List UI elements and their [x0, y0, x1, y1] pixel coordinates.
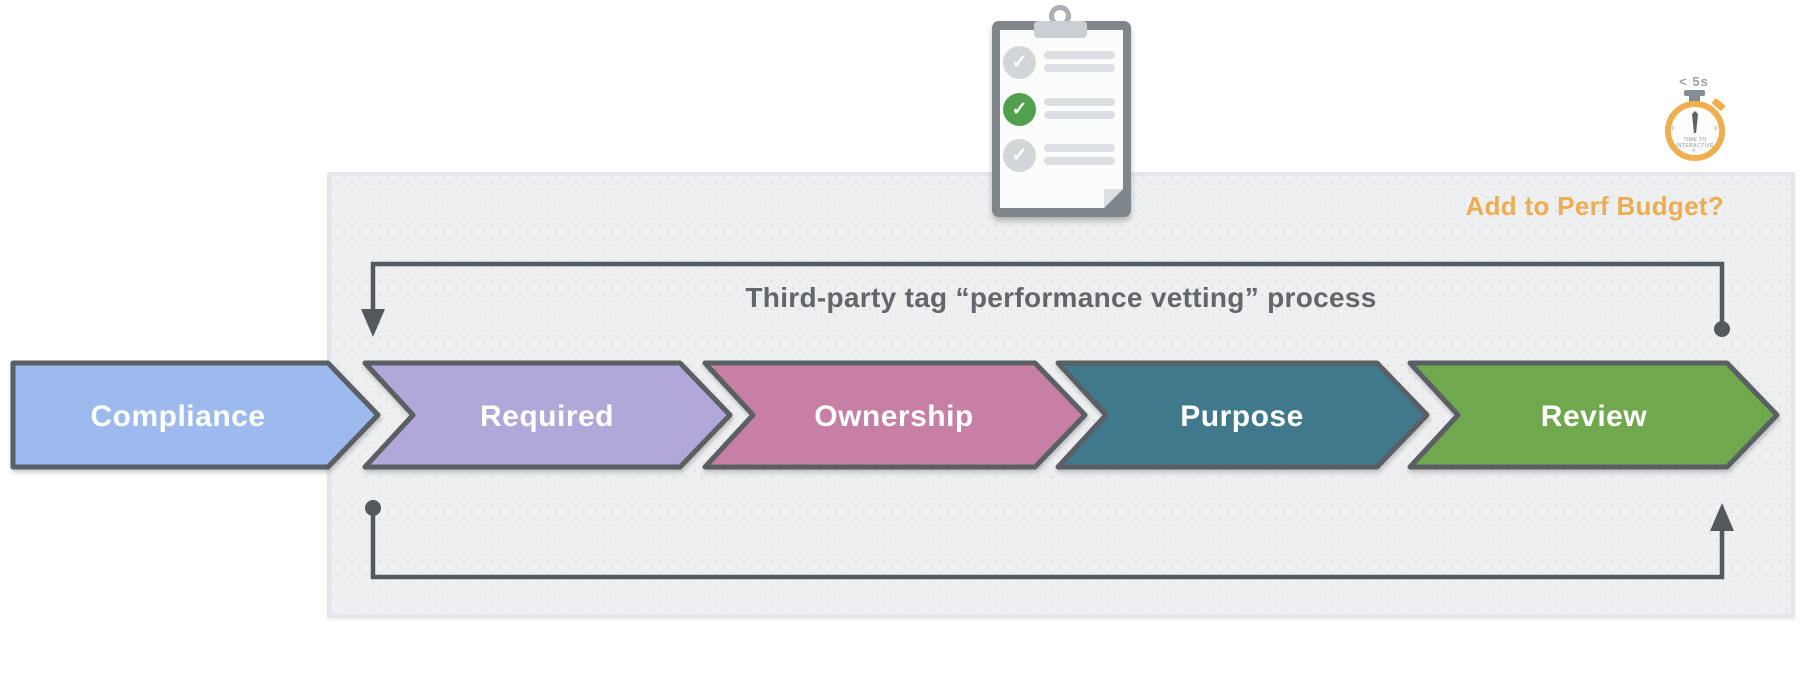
bottom-connector-line [370, 515, 1725, 580]
checkmark-icon: ✓ [1003, 46, 1036, 79]
stopwatch-face-line1: TIME TO [1683, 137, 1707, 143]
stage-review-label: Review [1541, 400, 1648, 433]
checklist-text-line [1044, 98, 1115, 106]
stage-compliance-label: Compliance [90, 400, 265, 433]
clipboard-clip [1034, 21, 1087, 38]
stage-required-chevron [362, 360, 733, 470]
checklist-text-line [1044, 51, 1115, 59]
checklist-text-line [1044, 64, 1115, 72]
bottom-feedback-connector [365, 500, 1734, 580]
down-arrowhead-icon [361, 309, 385, 337]
stopwatch-face-text: TIME TO INTERACTIVE [1663, 137, 1727, 149]
checkmark-icon: ✓ [1003, 93, 1036, 126]
process-title: Third-party tag “performance vetting” pr… [745, 282, 1377, 313]
top-connector-line [370, 261, 1725, 322]
dial-tick-icon: + [1670, 123, 1676, 133]
connector-start-dot [1714, 321, 1730, 337]
stopwatch-button [1684, 90, 1705, 96]
stage-review-chevron [1407, 360, 1780, 470]
connector-start-dot [365, 500, 381, 516]
dial-tick-icon: + [1713, 123, 1719, 133]
checklist-text-line [1044, 111, 1115, 119]
perf-budget-question: Add to Perf Budget? [1465, 191, 1724, 221]
stage-purpose-label: Purpose [1180, 400, 1304, 433]
stage-ownership-chevron [702, 360, 1088, 470]
stage-required-label: Required [480, 400, 614, 433]
stopwatch-face-line2: INTERACTIVE [1676, 143, 1714, 149]
stopwatch-time-badge: < 5s [1679, 74, 1709, 89]
top-feedback-connector [361, 261, 1730, 337]
checklist-text-line [1044, 144, 1115, 152]
checkmark-icon: ✓ [1003, 139, 1036, 172]
stopwatch-needle [1692, 111, 1698, 133]
up-arrowhead-icon [1710, 503, 1734, 531]
stopwatch-stem [1689, 95, 1700, 104]
stage-ownership-label: Ownership [814, 400, 974, 433]
stage-compliance-chevron [10, 360, 381, 470]
dial-tick-icon: + [1691, 145, 1697, 155]
stage-purpose-chevron [1055, 360, 1430, 470]
stage-chevrons: Compliance Required Ownership Purpose Re… [10, 360, 1780, 470]
checklist-text-line [1044, 157, 1115, 165]
paper-fold-corner [1104, 189, 1123, 208]
